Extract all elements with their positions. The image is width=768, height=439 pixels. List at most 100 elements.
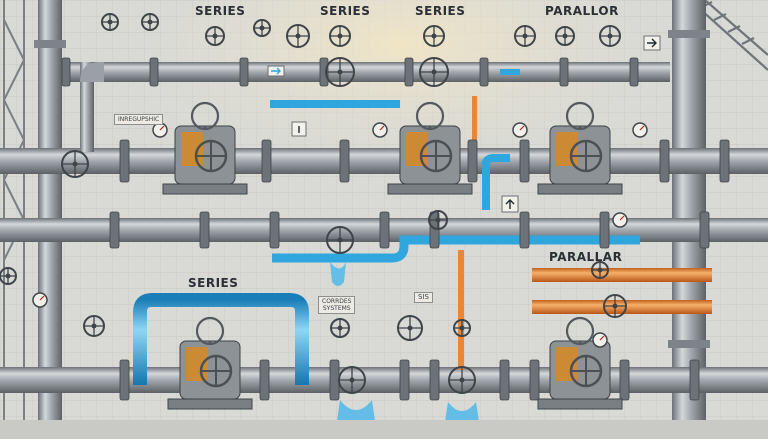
- handwheel-hub: [607, 33, 613, 39]
- label-series-top-1: SERIES: [195, 4, 246, 18]
- flange: [239, 57, 249, 87]
- handwheel-hub: [337, 325, 343, 331]
- flange: [339, 139, 350, 183]
- flange: [61, 57, 71, 87]
- flange: [261, 139, 272, 183]
- handwheel-hub: [349, 377, 355, 383]
- tag-left: INREGUPSHIC: [114, 114, 164, 125]
- gauge-needle: [619, 215, 625, 221]
- flange: [619, 359, 630, 401]
- flange: [467, 139, 478, 183]
- orange-riser: [458, 250, 464, 370]
- handwheel-hub: [562, 33, 568, 39]
- handwheel-hub: [295, 33, 301, 39]
- handwheel-hub: [431, 33, 437, 39]
- flange: [519, 139, 530, 183]
- handwheel-hub: [337, 237, 343, 243]
- pump-base: [162, 183, 248, 195]
- flange: [629, 57, 639, 87]
- pump-motor: [556, 132, 578, 166]
- handwheel-hub: [435, 217, 441, 223]
- pump-base: [537, 398, 623, 410]
- steel-pipe: [0, 148, 768, 174]
- gauge-needle: [39, 295, 45, 301]
- gauge-needle: [519, 125, 525, 131]
- flange: [499, 359, 510, 401]
- pipe-elbow: [80, 62, 104, 82]
- label-series-mid: SERIES: [188, 276, 239, 290]
- tag-center: CORRDES SYSTEMS: [318, 296, 356, 314]
- handwheel-hub: [407, 325, 413, 331]
- steel-pipe: [80, 62, 94, 152]
- handwheel-hub: [72, 161, 78, 167]
- valves: [0, 13, 627, 394]
- handwheel-hub: [107, 19, 113, 25]
- flange: [399, 359, 410, 401]
- pump-motor: [186, 347, 208, 381]
- flange: [719, 139, 730, 183]
- handwheel-hub: [459, 377, 465, 383]
- tag-center-top: CORRDES: [322, 298, 352, 305]
- label-parallel-mid: PARALLAR: [549, 250, 623, 264]
- pump-motor: [181, 132, 203, 166]
- gauge-needle: [639, 125, 645, 131]
- pump-base: [387, 183, 473, 195]
- pump-base: [167, 398, 253, 410]
- orange-riser-top: [472, 96, 477, 146]
- flow-arrow-icon: [267, 35, 661, 213]
- gauge-needle: [159, 125, 165, 131]
- label-parallel-top: PARALLOR: [545, 4, 619, 18]
- handwheel-hub: [431, 69, 437, 75]
- tag-right: SIS: [414, 292, 433, 303]
- floor: [0, 420, 768, 439]
- flange: [149, 57, 159, 87]
- flange: [379, 211, 390, 249]
- label-series-top-3: SERIES: [415, 4, 466, 18]
- handwheel-hub: [5, 273, 11, 279]
- blue-pipe-upper: [270, 100, 510, 210]
- colored-pipes: [133, 69, 712, 385]
- flange: [119, 359, 130, 401]
- steel-pipe: [0, 367, 768, 393]
- flange: [479, 57, 489, 87]
- orange-pipe-upper: [532, 268, 712, 282]
- handwheel-hub: [259, 25, 265, 31]
- steel-pipe: [70, 62, 670, 82]
- flange: [404, 57, 414, 87]
- flange: [259, 359, 270, 401]
- label-series-top-2: SERIES: [320, 4, 371, 18]
- handwheel-hub: [597, 267, 603, 273]
- gauge-needle: [599, 335, 605, 341]
- flange: [529, 359, 540, 401]
- flange: [699, 211, 710, 249]
- handwheel-hub: [147, 19, 153, 25]
- flange: [689, 359, 700, 401]
- pump-base: [537, 183, 623, 195]
- handwheel-hub: [459, 325, 465, 331]
- tag-center-bottom: SYSTEMS: [322, 305, 351, 312]
- pump-motor: [406, 132, 428, 166]
- handwheel-hub: [337, 69, 343, 75]
- flange: [599, 211, 610, 249]
- handwheel-hub: [91, 323, 97, 329]
- orange-pipe-lower: [532, 300, 712, 314]
- flange: [109, 211, 120, 249]
- blue-pipe-middle: [272, 235, 640, 263]
- blue-pipe-loop: [133, 293, 309, 385]
- flange: [119, 139, 130, 183]
- handwheel-hub: [612, 303, 618, 309]
- flange: [559, 57, 569, 87]
- flange: [329, 359, 340, 401]
- gauge-needle: [379, 125, 385, 131]
- flange: [199, 211, 210, 249]
- handwheel-hub: [212, 33, 218, 39]
- flange: [269, 211, 280, 249]
- flange: [659, 139, 670, 183]
- pump-motor: [556, 347, 578, 381]
- handwheel-hub: [522, 33, 528, 39]
- handwheel-hub: [337, 33, 343, 39]
- flange: [429, 359, 440, 401]
- flange: [519, 211, 530, 249]
